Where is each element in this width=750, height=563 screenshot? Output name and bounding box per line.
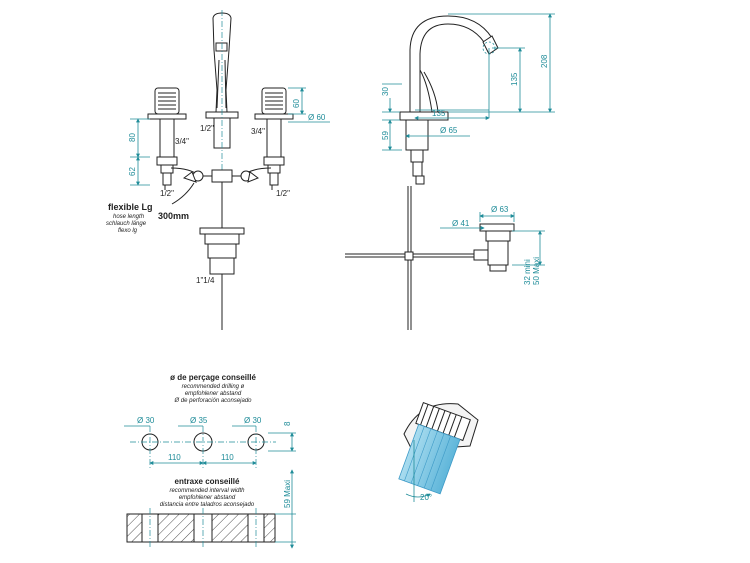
dim-diameter-41: Ø 41 xyxy=(452,219,470,228)
aerator-detail: 20° xyxy=(398,402,479,502)
dim-30: 30 xyxy=(381,87,390,96)
countertop-thickness: 59 Maxi xyxy=(283,480,292,508)
dim-diameter-63: Ø 63 xyxy=(491,205,509,214)
side-view: 208 135 135 30 59 Ø 65 Ø 63 Ø 41 xyxy=(345,13,555,330)
hose-label-es: flexo lg xyxy=(118,228,138,234)
side-dimensions: 208 135 135 30 59 Ø 65 Ø 63 Ø 41 xyxy=(381,13,555,285)
dim-62: 62 xyxy=(128,167,137,176)
drilling-es: Ø de perforación aconsejado xyxy=(173,398,252,404)
aerator-angle: 20° xyxy=(420,493,432,502)
dim-diameter-65: Ø 65 xyxy=(440,126,458,135)
hose-connectors xyxy=(164,167,273,205)
drilling-de: empfohlener abstand xyxy=(185,391,242,397)
dim-60-vertical: 60 xyxy=(292,99,301,108)
drilling-en: recommended drilling ø xyxy=(182,384,245,390)
side-drain xyxy=(473,223,515,272)
interval-en: recommended interval width xyxy=(169,488,245,494)
dim-135-horizontal: 135 xyxy=(432,109,446,118)
interval-left: 110 xyxy=(168,453,181,462)
thread-1-2-spout: 1/2" xyxy=(200,124,214,133)
dim-diameter-60: Ø 60 xyxy=(308,113,326,122)
thread-3-4-left: 3/4" xyxy=(175,137,189,146)
dim-59: 59 xyxy=(381,131,390,140)
hole-left-diameter: Ø 30 xyxy=(137,416,155,425)
thread-drain: 1"1/4 xyxy=(196,276,215,285)
drain-range: 32 mini 50 Maxi xyxy=(523,257,541,285)
countertop-section xyxy=(126,508,276,548)
thread-1-2-left: 1/2" xyxy=(160,189,174,198)
interval-de: empfohlener abstand xyxy=(179,495,236,501)
right-valve xyxy=(254,87,294,186)
drilling-diagram: ø de perçage conseillé recommended drill… xyxy=(124,373,296,549)
thread-1-2-right: 1/2" xyxy=(276,189,290,198)
left-valve xyxy=(147,87,187,186)
thread-3-4-right: 3/4" xyxy=(251,127,265,136)
side-spout xyxy=(345,15,499,330)
hose-title: flexible Lg xyxy=(108,202,153,212)
hose-length: 300mm xyxy=(158,211,189,221)
front-view: 80 62 60 Ø 60 3/4" 3/4" 1/2" 1/2" 1/2" 1… xyxy=(106,10,330,330)
front-dimensions: 80 62 60 Ø 60 3/4" 3/4" 1/2" 1/2" 1/2" 1… xyxy=(106,87,330,285)
drilling-title: ø de perçage conseillé xyxy=(170,373,256,382)
interval-right: 110 xyxy=(221,453,234,462)
dim-135-vertical: 135 xyxy=(510,72,519,86)
dim-208: 208 xyxy=(540,54,549,68)
interval-title: entraxe conseillé xyxy=(175,477,240,486)
hole-right-diameter: Ø 30 xyxy=(244,416,262,425)
drain-assembly xyxy=(199,182,245,330)
dim-80: 80 xyxy=(128,133,137,142)
hole-center-diameter: Ø 35 xyxy=(190,416,208,425)
dim-8: 8 xyxy=(283,421,292,426)
hose-label-en: hose length xyxy=(113,214,145,220)
interval-es: distancia entre taladros aconsejado xyxy=(160,502,255,508)
hose-label-de: schlauch länge xyxy=(106,221,147,227)
